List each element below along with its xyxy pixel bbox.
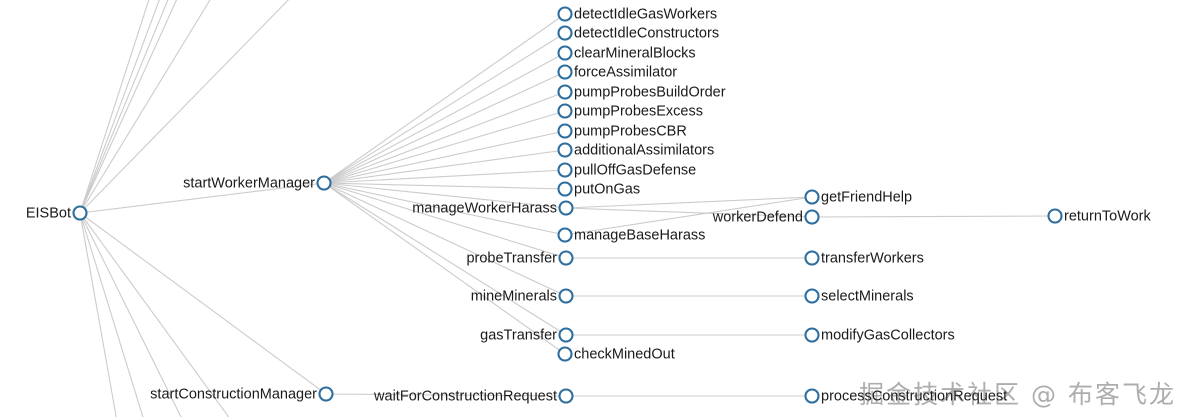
graph-node-label-modifyGasCollectors: modifyGasCollectors [821,327,955,343]
graph-edge [323,182,566,236]
graph-edge [323,110,566,184]
graph-edge [323,182,566,355]
graph-node-processConstructionRequest[interactable] [804,388,820,404]
graph-node-probeTransfer[interactable] [558,250,574,266]
graph-node-pumpProbesBuildOrder[interactable] [557,84,573,100]
graph-node-label-getFriendHelp: getFriendHelp [821,189,912,205]
graph-edge [323,149,566,184]
graph-node-label-additionalAssimilators: additionalAssimilators [574,142,714,158]
graph-node-label-pumpProbesExcess: pumpProbesExcess [574,103,703,119]
graph-edge [325,393,567,397]
graph-node-startConstructionManager[interactable] [318,386,334,402]
graph-node-mineMinerals[interactable] [558,288,574,304]
graph-node-label-startWorkerManager: startWorkerManager [183,175,315,191]
graph-edge-offscreen [79,0,169,214]
graph-node-pumpProbesExcess[interactable] [557,103,573,119]
graph-node-label-manageWorkerHarass: manageWorkerHarass [412,200,557,216]
graph-node-manageWorkerHarass[interactable] [558,200,574,216]
graph-edge [323,182,567,297]
graph-node-label-returnToWork: returnToWork [1064,208,1152,224]
graph-node-detectIdleGasWorkers[interactable] [557,6,573,22]
graph-node-label-detectIdleGasWorkers: detectIdleGasWorkers [574,6,717,22]
graph-edge [323,182,566,190]
graph-edge-offscreen [79,0,150,214]
graph-node-label-forceAssimilator: forceAssimilator [574,64,677,80]
graph-node-modifyGasCollectors[interactable] [804,327,820,343]
graph-edge-offscreen [79,0,178,214]
graph-edge-offscreen [79,0,160,214]
graph-node-label-workerDefend: workerDefend [712,209,803,225]
graph-node-label-startConstructionManager: startConstructionManager [150,386,317,402]
graph-node-label-pumpProbesCBR: pumpProbesCBR [574,123,687,139]
graph-edge [79,212,327,395]
graph-edge-offscreen [79,0,289,214]
edges-layer [79,0,1056,417]
graph-node-label-transferWorkers: transferWorkers [821,250,924,266]
graph-node-label-pullOffGasDefense: pullOffGasDefense [574,162,696,178]
graph-node-pullOffGasDefense[interactable] [557,162,573,178]
graph-node-gasTransfer[interactable] [558,327,574,343]
graph-node-label-gasTransfer: gasTransfer [480,327,557,343]
graph-edge [323,71,566,184]
graph-edge-offscreen [79,212,230,417]
graph-edge [323,130,566,184]
graph-node-label-mineMinerals: mineMinerals [471,288,557,304]
graph-node-returnToWork[interactable] [1047,208,1063,224]
graph-node-label-checkMinedOut: checkMinedOut [574,346,675,362]
graph-node-label-clearMineralBlocks: clearMineralBlocks [574,45,696,61]
graph-edge [323,52,566,184]
graph-edge [323,182,567,259]
graph-node-transferWorkers[interactable] [804,250,820,266]
graph-node-manageBaseHarass[interactable] [557,227,573,243]
graph-edge [323,13,566,184]
graph-node-label-detectIdleConstructors: detectIdleConstructors [574,25,719,41]
graph-edge [565,196,813,209]
graph-edge [79,182,325,214]
graph-edge-offscreen [79,0,211,214]
graph-node-startWorkerManager[interactable] [316,175,332,191]
graph-edge [323,182,567,209]
graph-node-workerDefend[interactable] [804,209,820,225]
graph-node-label-EISBot: EISBot [26,205,71,221]
graph-edge-offscreen [79,212,117,417]
graph-edge-offscreen [79,212,144,417]
graph-node-label-waitForConstructionRequest: waitForConstructionRequest [373,388,557,404]
graph-node-EISBot[interactable] [72,205,88,221]
graph-edge [564,196,813,236]
graph-edge [323,91,566,184]
graph-node-detectIdleConstructors[interactable] [557,25,573,41]
graph-edge-offscreen [79,212,182,417]
graph-node-label-pumpProbesBuildOrder: pumpProbesBuildOrder [574,84,726,100]
graph-node-getFriendHelp[interactable] [804,189,820,205]
graph-node-pumpProbesCBR[interactable] [557,123,573,139]
graph-node-label-putOnGas: putOnGas [574,181,640,197]
graph-edge [323,169,566,184]
graph-node-clearMineralBlocks[interactable] [557,45,573,61]
graph-edge [323,182,567,336]
nodes-layer: EISBot startWorkerManager detectIdleGasWor… [26,6,1152,404]
graph-node-additionalAssimilators[interactable] [557,142,573,158]
graph-node-waitForConstructionRequest[interactable] [558,388,574,404]
graph-node-forceAssimilator[interactable] [557,64,573,80]
graph-node-label-probeTransfer: probeTransfer [466,250,557,266]
graph-node-selectMinerals[interactable] [804,288,820,304]
graph-node-label-processConstructionRequest: processConstructionRequest [821,388,1007,404]
graph-edge [811,215,1056,218]
graph-edge [565,207,813,218]
graph-node-label-selectMinerals: selectMinerals [821,288,914,304]
graph-edge [323,32,566,184]
graph-node-label-manageBaseHarass: manageBaseHarass [574,227,705,243]
graph-node-putOnGas[interactable] [557,181,573,197]
graph-node-checkMinedOut[interactable] [557,346,573,362]
